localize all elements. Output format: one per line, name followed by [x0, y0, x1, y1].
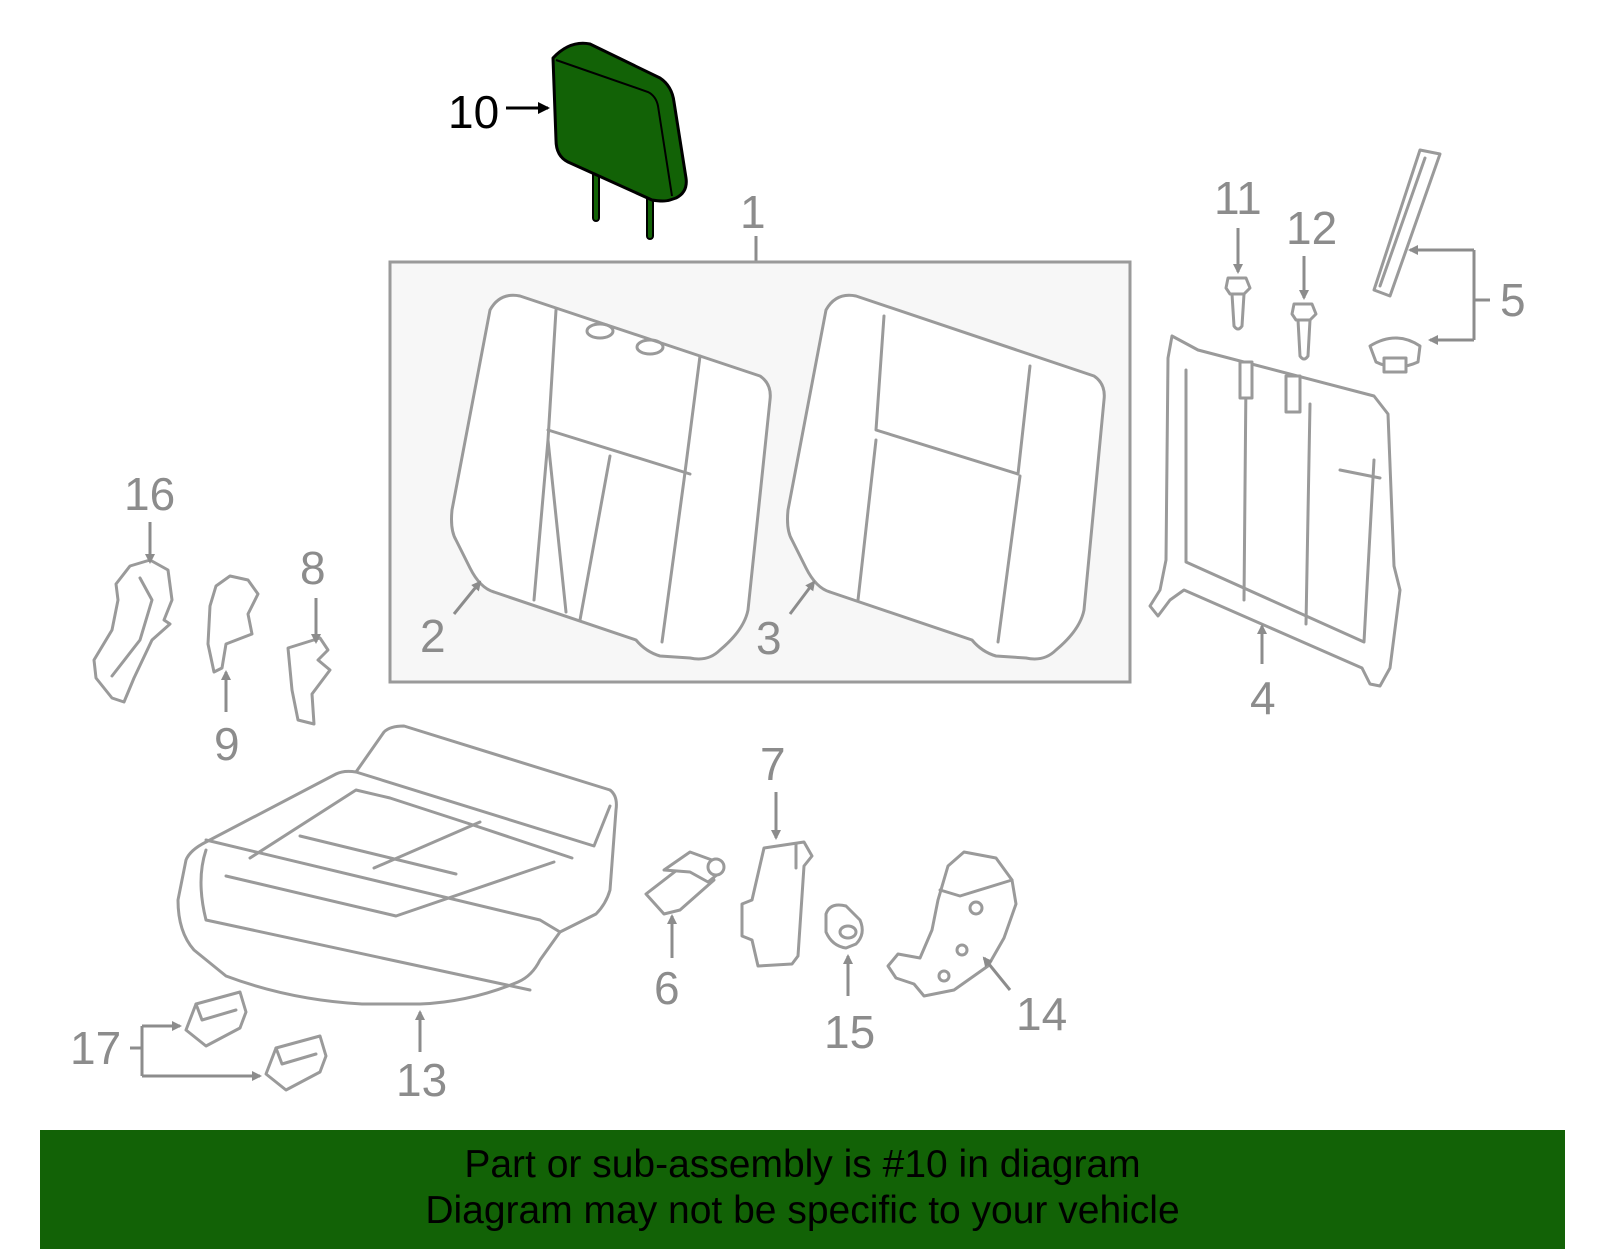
seat-cushion-part-13[interactable]: [176, 724, 618, 1006]
callout-8: 8: [300, 542, 326, 594]
callout-6: 6: [654, 962, 680, 1014]
banner-line-1: Part or sub-assembly is #10 in diagram: [464, 1143, 1141, 1186]
seat-back-frame-part-4[interactable]: [1148, 334, 1402, 688]
banner-line-2: Diagram may not be specific to your vehi…: [425, 1189, 1180, 1232]
bumper-part-17[interactable]: [184, 990, 328, 1092]
nut-part-15[interactable]: [824, 903, 864, 950]
callout-13: 13: [396, 1054, 447, 1106]
callout-7: 7: [760, 738, 786, 790]
callout-10: 10: [448, 86, 499, 138]
info-banner: Part or sub-assembly is #10 in diagram D…: [40, 1130, 1565, 1249]
panel-part-7[interactable]: [740, 840, 814, 968]
callout-3: 3: [756, 612, 782, 664]
callout-5: 5: [1500, 274, 1526, 326]
bolt-part-12[interactable]: [1290, 302, 1318, 361]
callout-11: 11: [1214, 172, 1262, 224]
trim-part-5[interactable]: [1368, 148, 1442, 374]
side-trim-part-16[interactable]: [92, 558, 174, 704]
buckle-bracket-part-6[interactable]: [644, 850, 726, 916]
trim-part-9[interactable]: [206, 574, 260, 674]
callout-9: 9: [214, 718, 240, 770]
seat-back-cover-part-3[interactable]: [786, 293, 1106, 661]
callout-17: 17: [70, 1022, 121, 1074]
headrest-part-10[interactable]: [551, 41, 688, 240]
callout-16: 16: [124, 468, 175, 520]
callout-4: 4: [1250, 672, 1276, 724]
seat-back-cover-part-2[interactable]: [450, 293, 772, 661]
bolt-part-11[interactable]: [1224, 276, 1252, 331]
callout-14: 14: [1016, 988, 1067, 1040]
callout-2: 2: [420, 610, 446, 662]
callout-15: 15: [824, 1006, 875, 1058]
bracket-part-8[interactable]: [286, 636, 332, 726]
callout-12: 12: [1286, 202, 1337, 254]
callout-1: 1: [740, 186, 766, 238]
